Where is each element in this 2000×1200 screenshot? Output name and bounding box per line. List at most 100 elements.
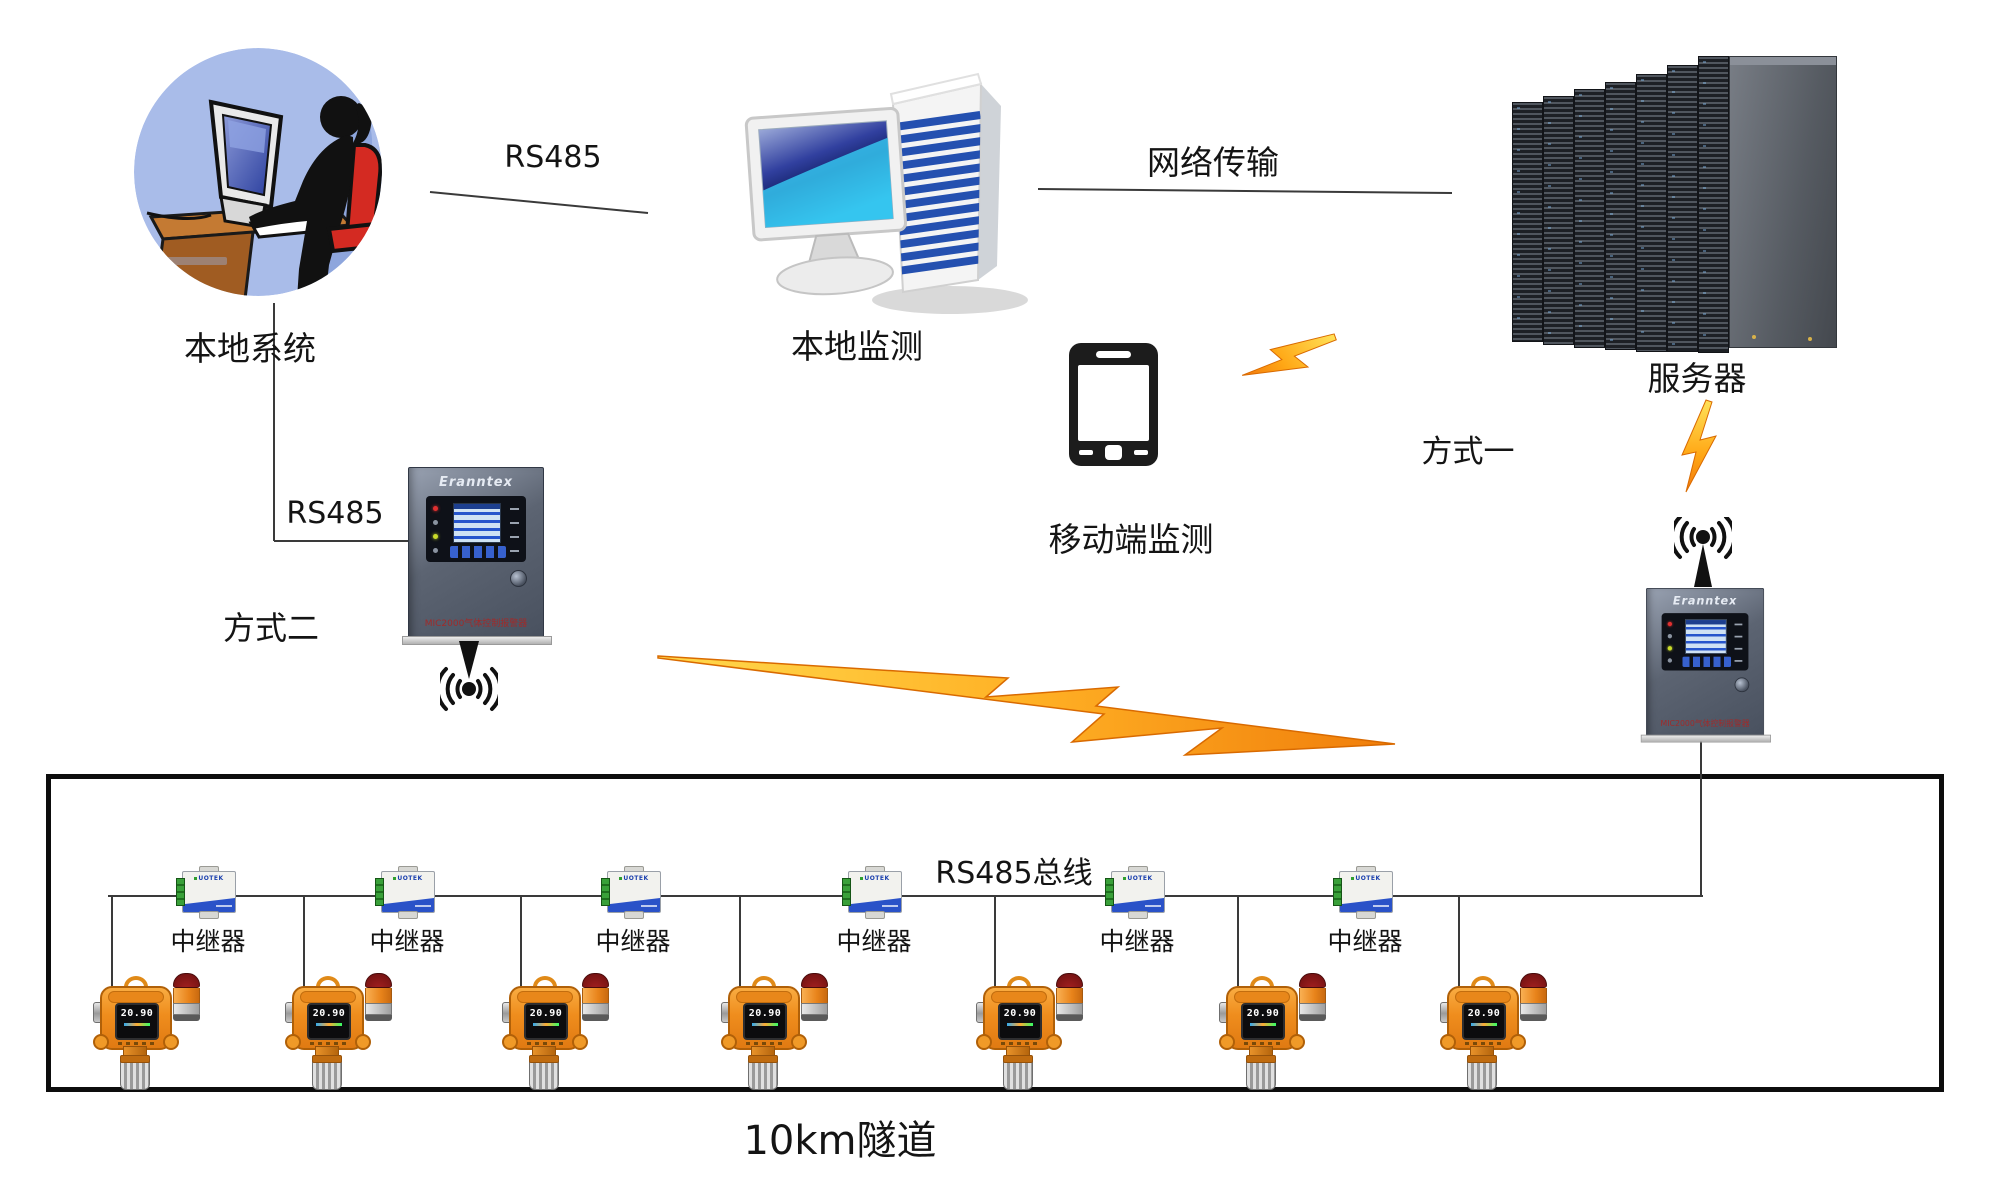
phone-home-button: [1105, 445, 1122, 460]
method-one-label: 方式一: [1421, 434, 1515, 470]
wireless-antenna-icon: [1674, 517, 1732, 587]
repeater-label: 中继器: [1099, 927, 1175, 956]
rs485-repeater: UOTEK 中继器: [1327, 866, 1403, 956]
server-racks-icon: [1512, 56, 1842, 356]
controller-brand: Eranntex: [439, 475, 513, 490]
detector-display: 20.90: [307, 1003, 351, 1040]
sensor-head-icon: [1467, 1055, 1497, 1090]
controller-model-label: MIC2000气体控制报警器: [1660, 719, 1750, 729]
sensor-head-icon: [748, 1055, 778, 1090]
method-two-label: 方式二: [222, 609, 320, 647]
gas-reading: 20.90: [1003, 1008, 1037, 1019]
controller-panel: [1661, 613, 1749, 671]
link-lines: [108, 188, 1703, 1002]
gas-detector: 20.90: [1219, 973, 1343, 1090]
local-system-label: 本地系统: [184, 329, 316, 368]
gas-alarm-controller: Eranntex MIC2000气体控制报警器: [1640, 588, 1771, 743]
phone-screen: [1078, 365, 1149, 441]
detector-body: 20.90: [93, 986, 179, 1050]
repeater-brand: UOTEK: [1340, 875, 1392, 882]
sensor-head-icon: [1246, 1055, 1276, 1090]
server-label: 服务器: [1647, 359, 1747, 398]
gas-detector: 20.90: [721, 973, 845, 1090]
gas-reading: 20.90: [1467, 1008, 1501, 1019]
repeater-label: 中继器: [1327, 927, 1403, 956]
rs485-bus-label: RS485总线: [935, 856, 1093, 891]
controller-buttons: [1682, 656, 1732, 667]
detector-body: 20.90: [1219, 986, 1305, 1050]
alarm-beacon-icon: [365, 973, 392, 1021]
tunnel-label: 10km隧道: [743, 1118, 937, 1164]
gas-detector: 20.90: [1440, 973, 1564, 1090]
controller-brand: Eranntex: [1672, 594, 1738, 608]
sensor-head-icon: [529, 1055, 559, 1090]
detector-display: 20.90: [115, 1003, 159, 1040]
desktop-computer-icon: [744, 72, 1028, 314]
repeater-brand: UOTEK: [1112, 875, 1164, 882]
gas-detector: 20.90: [285, 973, 409, 1090]
detector-display: 20.90: [1462, 1003, 1506, 1040]
detector-display: 20.90: [524, 1003, 568, 1040]
controller-model-label: MIC2000气体控制报警器: [424, 619, 528, 629]
gas-detector: 20.90: [502, 973, 626, 1090]
mobile-monitoring-label: 移动端监测: [1048, 520, 1214, 559]
controller-lock-knob: [510, 570, 527, 587]
repeater-label: 中继器: [595, 927, 671, 956]
lightning-bolt-icon: [1681, 399, 1717, 493]
gas-reading: 20.90: [748, 1008, 782, 1019]
gas-detector: 20.90: [976, 973, 1100, 1090]
sensor-head-icon: [1003, 1055, 1033, 1090]
detector-body: 20.90: [721, 986, 807, 1050]
detector-body: 20.90: [976, 986, 1062, 1050]
rs485-repeater: UOTEK 中继器: [1099, 866, 1175, 956]
alarm-beacon-icon: [1520, 973, 1547, 1021]
lightning-bolt-icon: [1241, 333, 1337, 376]
repeater-brand: UOTEK: [608, 875, 660, 882]
tunnel-boundary-box: [46, 774, 1944, 1092]
gas-detector: 20.90: [93, 973, 217, 1090]
rs485-repeater: UOTEK 中继器: [369, 866, 445, 956]
rs485-repeater: UOTEK 中继器: [836, 866, 912, 956]
rs485-link-label: RS485: [504, 140, 602, 175]
repeater-label: 中继器: [170, 927, 246, 956]
sensor-head-icon: [312, 1055, 342, 1090]
rs485-repeater: UOTEK 中继器: [170, 866, 246, 956]
network-transfer-label: 网络传输: [1147, 143, 1279, 182]
gas-alarm-controller: Eranntex MIC2000气体控制报警器: [402, 467, 552, 645]
repeater-label: 中继器: [836, 927, 912, 956]
controller-buttons: [450, 546, 506, 558]
gas-reading: 20.90: [529, 1008, 563, 1019]
detector-display: 20.90: [743, 1003, 787, 1040]
rs485-branch-label: RS485: [286, 496, 384, 531]
alarm-beacon-icon: [582, 973, 609, 1021]
alarm-beacon-icon: [1056, 973, 1083, 1021]
controller-panel: [426, 496, 526, 562]
repeater-label: 中继器: [369, 927, 445, 956]
local-monitoring-label: 本地监测: [791, 327, 923, 366]
smartphone-icon: [1069, 343, 1158, 466]
gas-reading: 20.90: [120, 1008, 154, 1019]
detector-body: 20.90: [502, 986, 588, 1050]
lightning-bolt-icon: [657, 655, 1396, 756]
repeater-brand: UOTEK: [382, 875, 434, 882]
detector-display: 20.90: [998, 1003, 1042, 1040]
gas-reading: 20.90: [312, 1008, 346, 1019]
repeater-brand: UOTEK: [183, 875, 235, 882]
controller-lock-knob: [1734, 677, 1750, 693]
rs485-repeater: UOTEK 中继器: [595, 866, 671, 956]
alarm-beacon-icon: [801, 973, 828, 1021]
detector-body: 20.90: [1440, 986, 1526, 1050]
alarm-beacon-icon: [1299, 973, 1326, 1021]
wireless-antenna-icon: [440, 641, 498, 711]
detector-body: 20.90: [285, 986, 371, 1050]
person-at-computer-icon: [134, 48, 382, 296]
controller-lcd: [1685, 619, 1727, 654]
phone-speaker: [1096, 351, 1131, 358]
controller-lcd: [453, 503, 501, 543]
alarm-beacon-icon: [173, 973, 200, 1021]
repeater-brand: UOTEK: [849, 875, 901, 882]
gas-reading: 20.90: [1246, 1008, 1280, 1019]
sensor-head-icon: [120, 1055, 150, 1090]
